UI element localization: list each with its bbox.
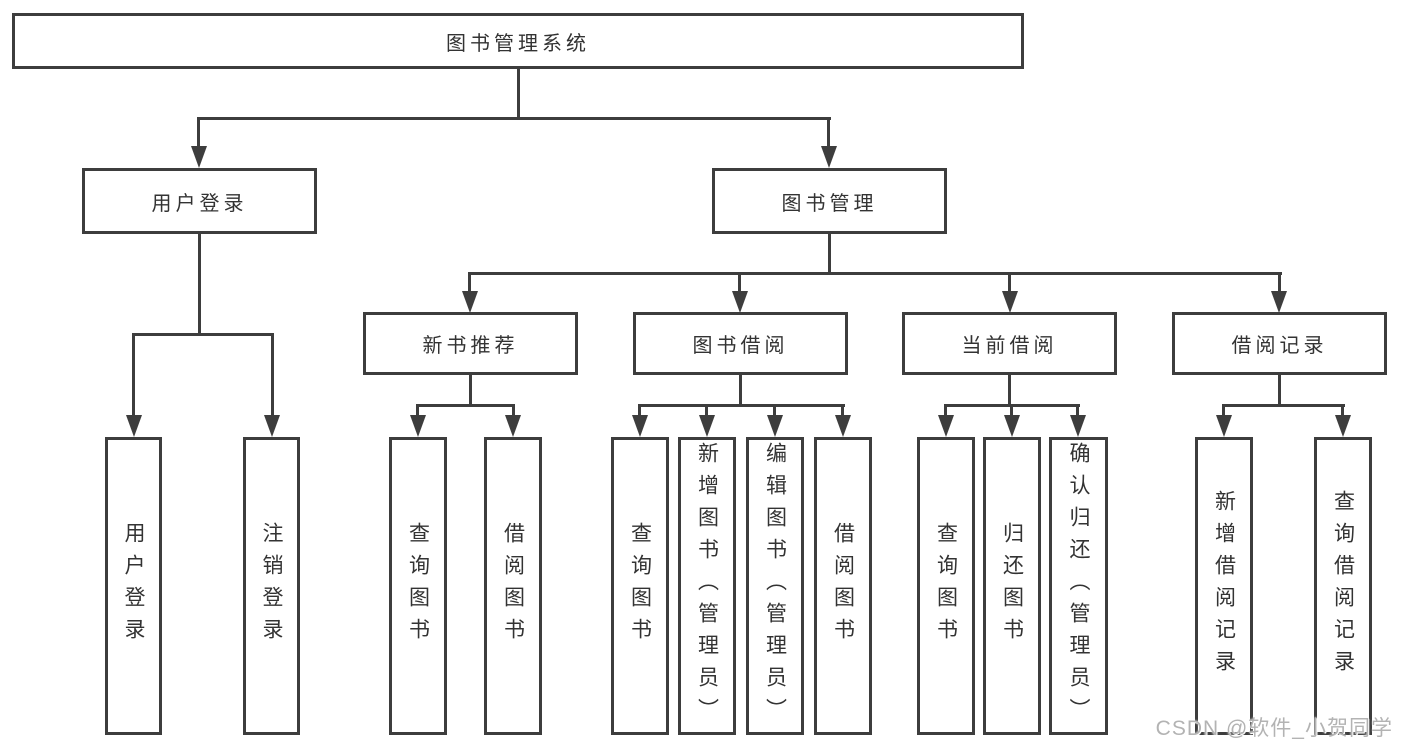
connector-line [197, 117, 831, 120]
node-user-login: 用户登录 [82, 168, 317, 234]
connector-line [1278, 375, 1281, 406]
arrowhead-down [264, 415, 280, 437]
arrowhead-down [767, 415, 783, 437]
connector-line [416, 404, 515, 407]
connector-line [198, 234, 201, 336]
arrowhead-down [1070, 415, 1086, 437]
connector-line [1222, 404, 1345, 407]
leaf-add-borrowing-record-label: 新增借阅记录 [1212, 490, 1236, 682]
arrowhead-down [835, 415, 851, 437]
arrowhead-down [938, 415, 954, 437]
connector-line [1222, 404, 1225, 417]
leaf-add-book-admin: 新增图书（管理员） [678, 437, 736, 735]
arrowhead-down [699, 415, 715, 437]
arrowhead-down [505, 415, 521, 437]
connector-line [827, 117, 830, 148]
connector-line [944, 404, 947, 417]
node-current-borrowing-label: 当前借阅 [961, 335, 1058, 357]
node-borrowing-records-label: 借阅记录 [1231, 335, 1328, 357]
arrowhead-down [821, 146, 837, 168]
connector-line [705, 404, 708, 417]
arrowhead-down [1271, 291, 1287, 313]
arrowhead-down [1335, 415, 1351, 437]
leaf-confirm-return-admin: 确认归还（管理员） [1049, 437, 1108, 735]
node-book-management: 图书管理 [712, 168, 947, 234]
connector-line [638, 404, 641, 417]
connector-line [841, 404, 844, 417]
connector-line [1278, 272, 1281, 293]
leaf-return-book-label: 归还图书 [1000, 522, 1024, 650]
connector-line [197, 117, 200, 148]
leaf-add-book-admin-label: 新增图书（管理员） [695, 442, 719, 730]
connector-line [1008, 272, 1011, 293]
node-new-book-recommend: 新书推荐 [363, 312, 578, 375]
leaf-user-login-label: 用户登录 [122, 522, 145, 650]
arrowhead-down [126, 415, 142, 437]
watermark-text: CSDN @软件_小贺同学 [1155, 717, 1393, 740]
leaf-return-book: 归还图书 [983, 437, 1041, 735]
connector-line [638, 404, 845, 407]
leaf-edit-book-admin-label: 编辑图书（管理员） [763, 442, 787, 730]
node-root-system: 图书管理系统 [12, 13, 1024, 69]
connector-line [1341, 404, 1344, 417]
arrowhead-down [191, 146, 207, 168]
leaf-borrowing-query-books-label: 查询图书 [628, 522, 652, 650]
node-root-system-label: 图书管理系统 [446, 32, 590, 55]
arrowhead-down [1004, 415, 1020, 437]
leaf-add-borrowing-record: 新增借阅记录 [1195, 437, 1253, 735]
arrowhead-down [1002, 291, 1018, 313]
node-book-borrowing: 图书借阅 [633, 312, 848, 375]
node-borrowing-records: 借阅记录 [1172, 312, 1387, 375]
leaf-query-borrowing-record-label: 查询借阅记录 [1331, 490, 1355, 682]
leaf-recommend-borrow-books: 借阅图书 [484, 437, 542, 735]
leaf-recommend-borrow-books-label: 借阅图书 [501, 522, 525, 650]
leaf-current-query-books: 查询图书 [917, 437, 975, 735]
leaf-borrowing-borrow-books-label: 借阅图书 [831, 522, 855, 650]
connector-line [271, 333, 274, 417]
connector-line [739, 375, 742, 407]
connector-line [132, 333, 274, 336]
leaf-query-borrowing-record: 查询借阅记录 [1314, 437, 1372, 735]
connector-line [1008, 375, 1011, 406]
connector-line [517, 69, 520, 120]
connector-line [416, 404, 419, 417]
leaf-confirm-return-admin-label: 确认归还（管理员） [1067, 442, 1090, 730]
node-book-borrowing-label: 图书借阅 [692, 335, 789, 357]
arrowhead-down [410, 415, 426, 437]
leaf-recommend-query-books-label: 查询图书 [406, 522, 430, 650]
arrowhead-down [632, 415, 648, 437]
leaf-borrowing-query-books: 查询图书 [611, 437, 669, 735]
leaf-current-query-books-label: 查询图书 [934, 522, 958, 650]
node-user-login-label: 用户登录 [151, 192, 248, 215]
connector-line [738, 272, 741, 293]
node-current-borrowing: 当前借阅 [902, 312, 1117, 375]
arrowhead-down [462, 291, 478, 313]
leaf-edit-book-admin: 编辑图书（管理员） [746, 437, 804, 735]
arrowhead-down [732, 291, 748, 313]
connector-line [773, 404, 776, 417]
connector-line [828, 234, 831, 274]
arrowhead-down [1216, 415, 1232, 437]
connector-line [469, 375, 472, 407]
connector-line [1076, 404, 1079, 417]
leaf-user-login: 用户登录 [105, 437, 162, 735]
node-book-management-label: 图书管理 [781, 192, 878, 215]
node-new-book-recommend-label: 新书推荐 [422, 335, 519, 357]
connector-line [512, 404, 515, 417]
leaf-logout-label: 注销登录 [260, 522, 283, 650]
connector-line [468, 272, 1282, 275]
leaf-recommend-query-books: 查询图书 [389, 437, 447, 735]
leaf-logout: 注销登录 [243, 437, 300, 735]
connector-line [1010, 404, 1013, 417]
leaf-borrowing-borrow-books: 借阅图书 [814, 437, 872, 735]
connector-line [468, 272, 471, 293]
connector-line [132, 333, 135, 417]
